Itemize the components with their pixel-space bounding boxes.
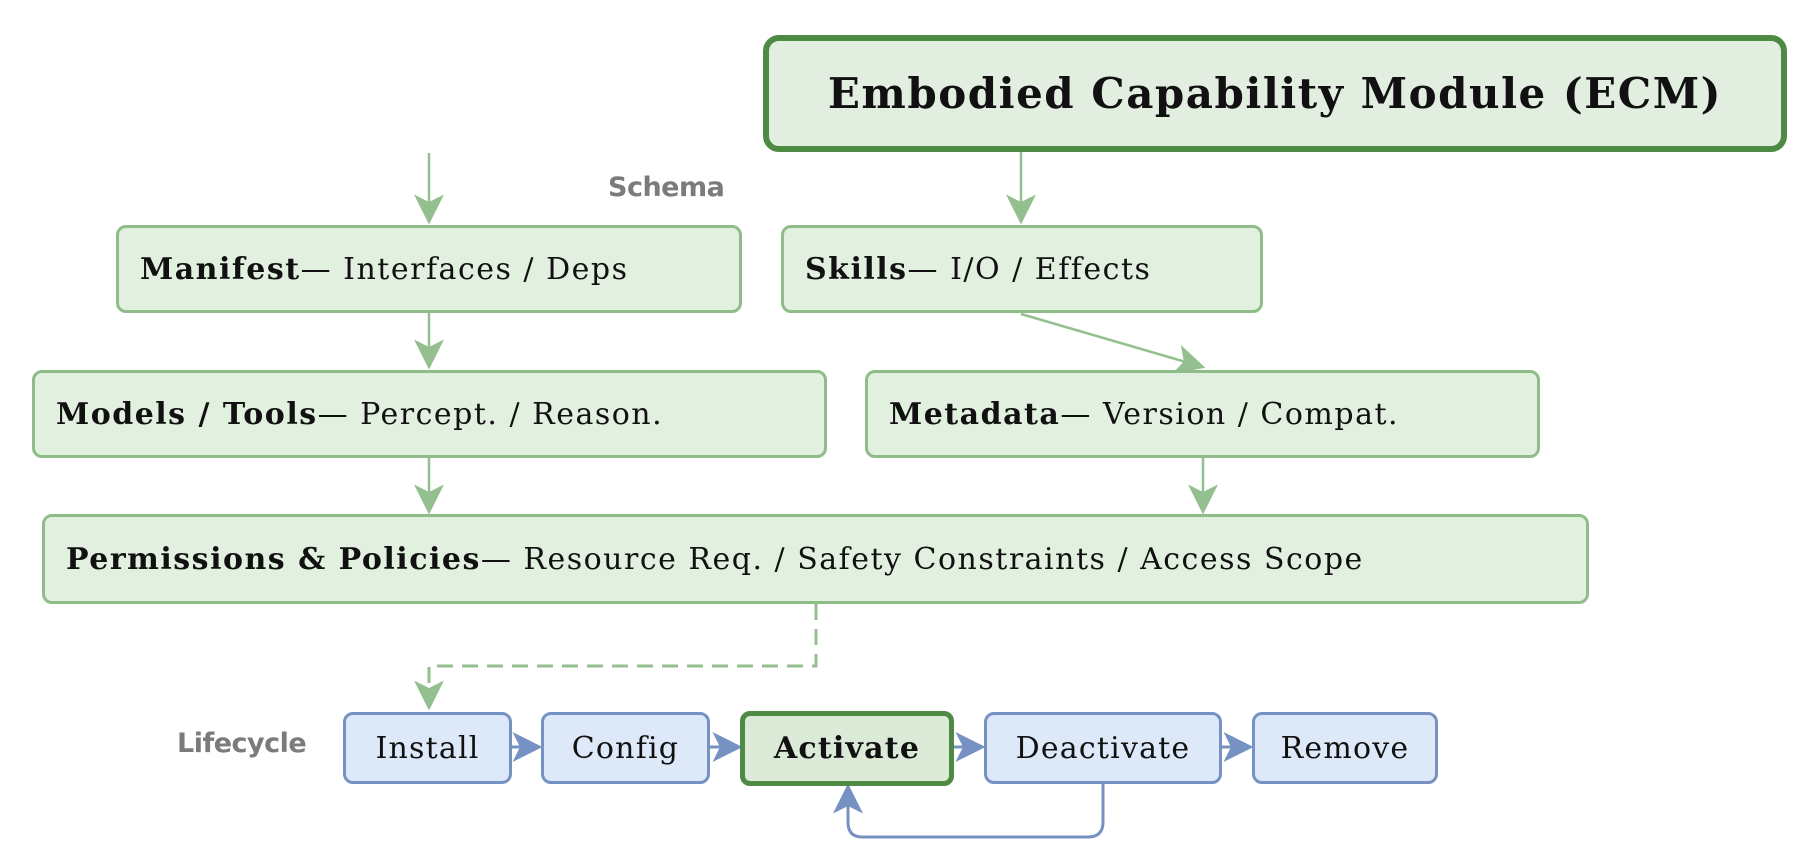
models-tools-detail: — Percept. / Reason. <box>317 396 664 432</box>
loop-arrow-deactivate-to-activate <box>833 782 1105 839</box>
permissions-name: Permissions & Policies <box>66 541 481 577</box>
lifecycle-config-label: Config <box>571 730 680 766</box>
models-tools-name: Models / Tools <box>56 396 318 432</box>
arrow-skills-to-metadata <box>1020 312 1206 374</box>
lifecycle-deactivate-label: Deactivate <box>1015 730 1191 766</box>
manifest-box: Manifest — Interfaces / Deps <box>116 225 742 313</box>
metadata-box: Metadata — Version / Compat. <box>865 370 1540 458</box>
schema-label: Schema <box>608 172 725 203</box>
lifecycle-label: Lifecycle <box>177 728 307 759</box>
manifest-detail: — Interfaces / Deps <box>300 251 629 287</box>
lifecycle-install-label: Install <box>375 730 480 766</box>
lifecycle-deactivate: Deactivate <box>984 712 1222 784</box>
lifecycle-install: Install <box>343 712 512 784</box>
metadata-detail: — Version / Compat. <box>1060 396 1400 432</box>
permissions-box: Permissions & Policies — Resource Req. /… <box>42 514 1589 604</box>
manifest-name: Manifest <box>140 251 301 287</box>
skills-name: Skills <box>805 251 908 287</box>
lifecycle-remove-label: Remove <box>1280 730 1410 766</box>
metadata-name: Metadata <box>889 396 1061 432</box>
lifecycle-config: Config <box>541 712 710 784</box>
permissions-detail: — Resource Req. / Safety Constraints / A… <box>480 541 1364 577</box>
lifecycle-activate-label: Activate <box>773 731 921 766</box>
skills-box: Skills — I/O / Effects <box>781 225 1263 313</box>
ecm-title-box: Embodied Capability Module (ECM) <box>763 35 1787 152</box>
dashed-arrow-permissions-to-install <box>414 604 818 711</box>
models-tools-box: Models / Tools — Percept. / Reason. <box>32 370 827 458</box>
lifecycle-activate: Activate <box>740 711 954 786</box>
ecm-title: Embodied Capability Module (ECM) <box>827 69 1723 118</box>
skills-detail: — I/O / Effects <box>907 251 1152 287</box>
lifecycle-remove: Remove <box>1252 712 1438 784</box>
